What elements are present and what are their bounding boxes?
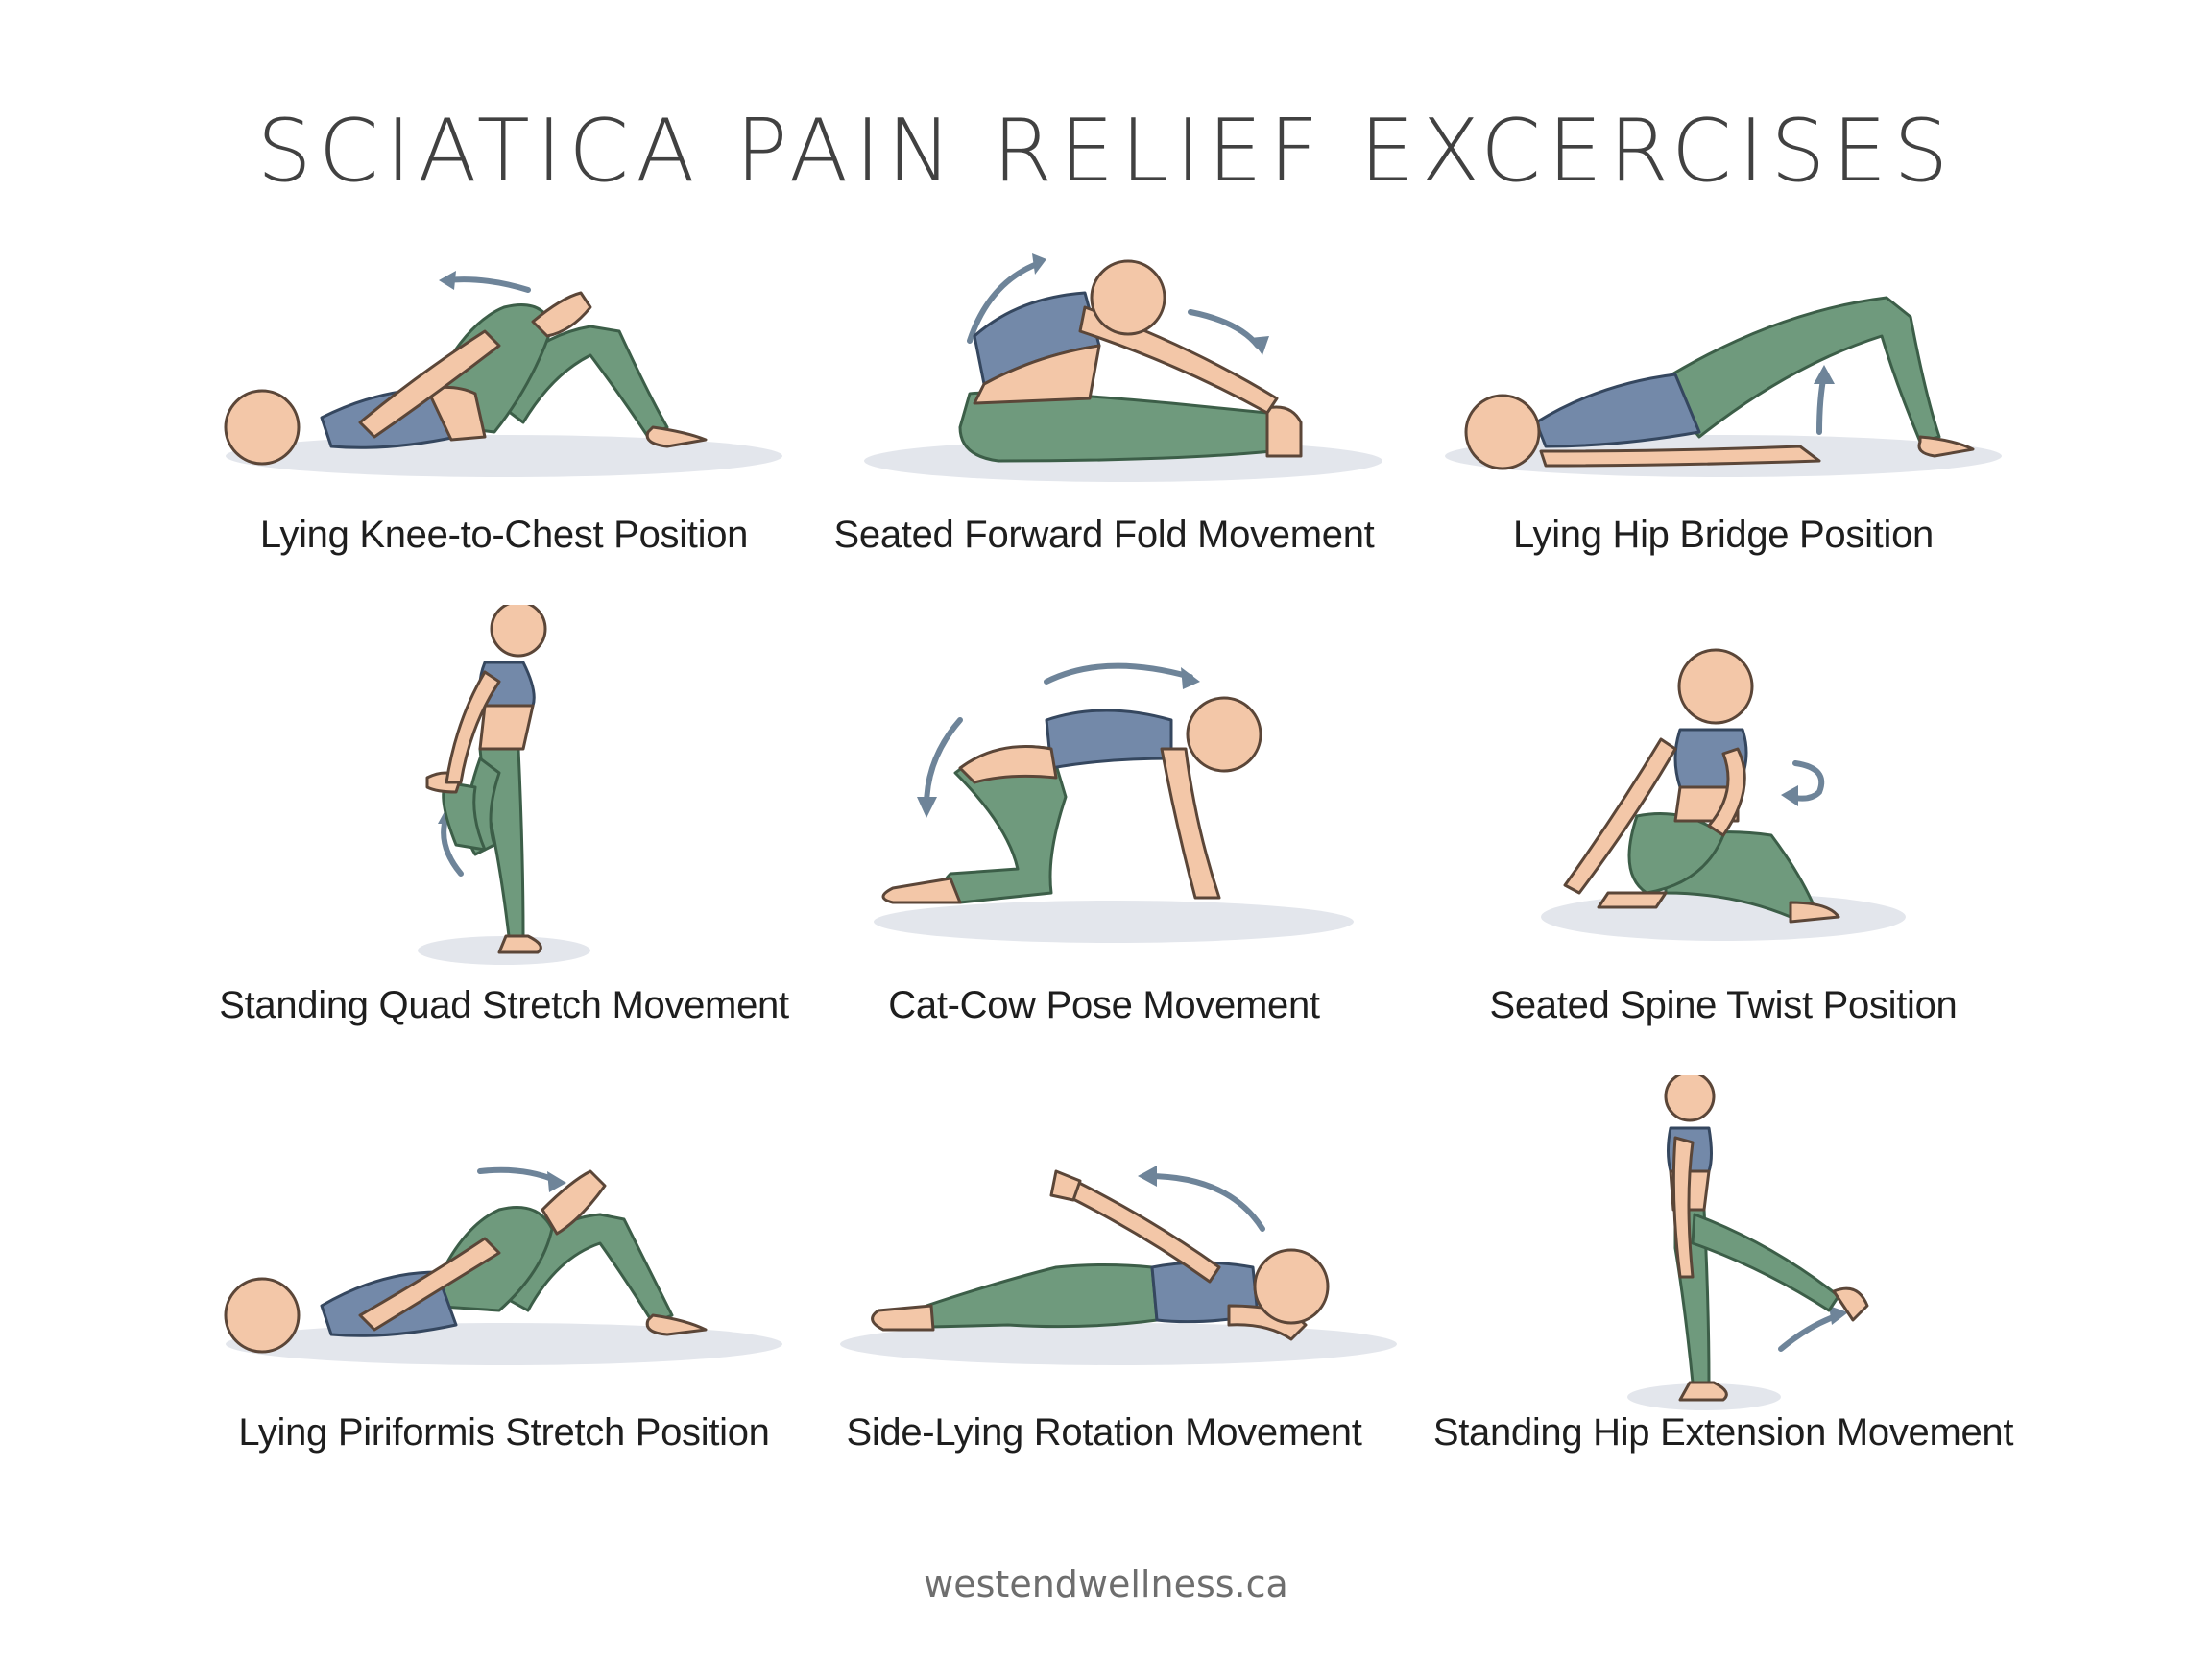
spine-twist-figure-icon: [1541, 648, 1906, 941]
forward-fold-figure-icon: [864, 253, 1382, 482]
exercise-card-cat-cow: Cat-Cow Pose Movement: [768, 605, 1440, 1056]
hip-bridge-figure-icon: [1445, 296, 2002, 477]
cat-cow-figure-icon: [874, 662, 1354, 943]
exercise-label: Lying Hip Bridge Position: [1513, 514, 1934, 556]
exercise-card-knee-to-chest: Lying Knee-to-Chest Position: [168, 230, 840, 682]
exercise-card-spine-twist: Seated Spine Twist Position: [1387, 605, 2059, 1056]
exercise-label: Standing Quad Stretch Movement: [219, 984, 789, 1026]
knee-to-chest-figure-icon: [224, 271, 782, 477]
exercise-card-side-lying-rotation: Side-Lying Rotation Movement: [768, 1075, 1440, 1527]
exercise-label: Seated Forward Fold Movement: [833, 514, 1375, 556]
exercise-label: Cat-Cow Pose Movement: [888, 984, 1320, 1026]
exercise-label: Lying Piriformis Stretch Position: [238, 1411, 770, 1454]
quad-stretch-figure-icon: [418, 605, 590, 965]
exercise-card-hip-extension: Standing Hip Extension Movement: [1387, 1075, 2059, 1527]
page-title: SCIATICA PAIN RELIEF EXCERCISES: [256, 101, 1956, 202]
side-lying-rotation-figure-icon: [840, 1166, 1397, 1365]
exercise-card-forward-fold: Seated Forward Fold Movement: [768, 230, 1440, 682]
exercise-label: Seated Spine Twist Position: [1489, 984, 1958, 1026]
exercise-card-hip-bridge: Lying Hip Bridge Position: [1387, 230, 2059, 682]
exercise-card-piriformis-stretch: Lying Piriformis Stretch Position: [168, 1075, 840, 1527]
exercise-label: Standing Hip Extension Movement: [1432, 1411, 2014, 1454]
piriformis-stretch-figure-icon: [224, 1166, 782, 1365]
exercise-card-quad-stretch: Standing Quad Stretch Movement: [168, 605, 840, 1056]
exercise-label: Lying Knee-to-Chest Position: [259, 514, 749, 556]
hip-extension-figure-icon: [1627, 1075, 1869, 1410]
exercise-label: Side-Lying Rotation Movement: [846, 1411, 1362, 1454]
website-footer: westendwellness.ca: [924, 1563, 1288, 1605]
